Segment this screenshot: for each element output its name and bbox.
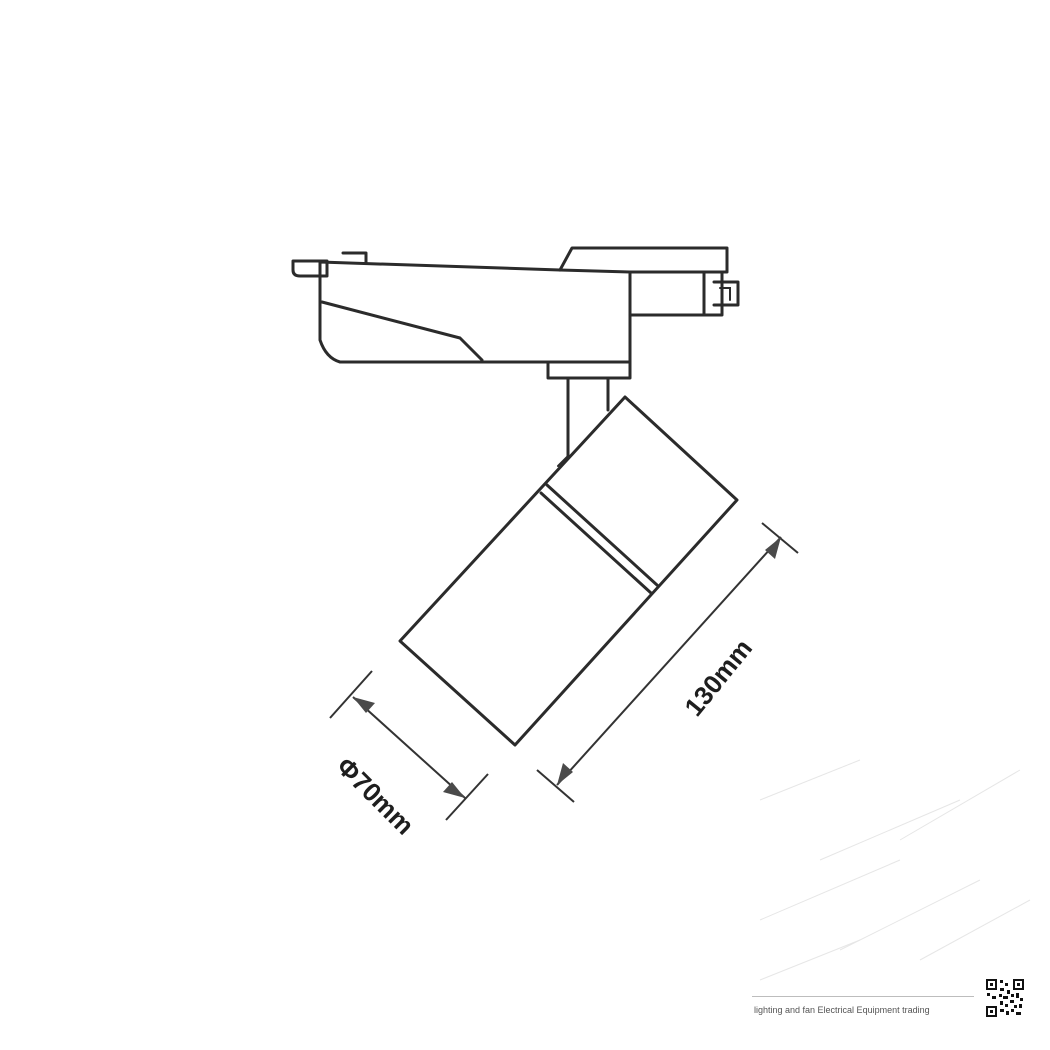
- length-dimension: [536, 522, 799, 803]
- diameter-dimension: [329, 670, 489, 821]
- lamp-cylinder: [398, 395, 739, 747]
- footer-company-text: lighting and fan Electrical Equipment tr…: [754, 1005, 930, 1015]
- length-label: 130mm: [678, 633, 758, 722]
- footer-divider: [752, 996, 974, 997]
- stem: [566, 376, 610, 458]
- diameter-label: Φ70mm: [331, 751, 420, 840]
- qr-code-icon: [985, 978, 1025, 1018]
- track-adapter: [291, 246, 740, 380]
